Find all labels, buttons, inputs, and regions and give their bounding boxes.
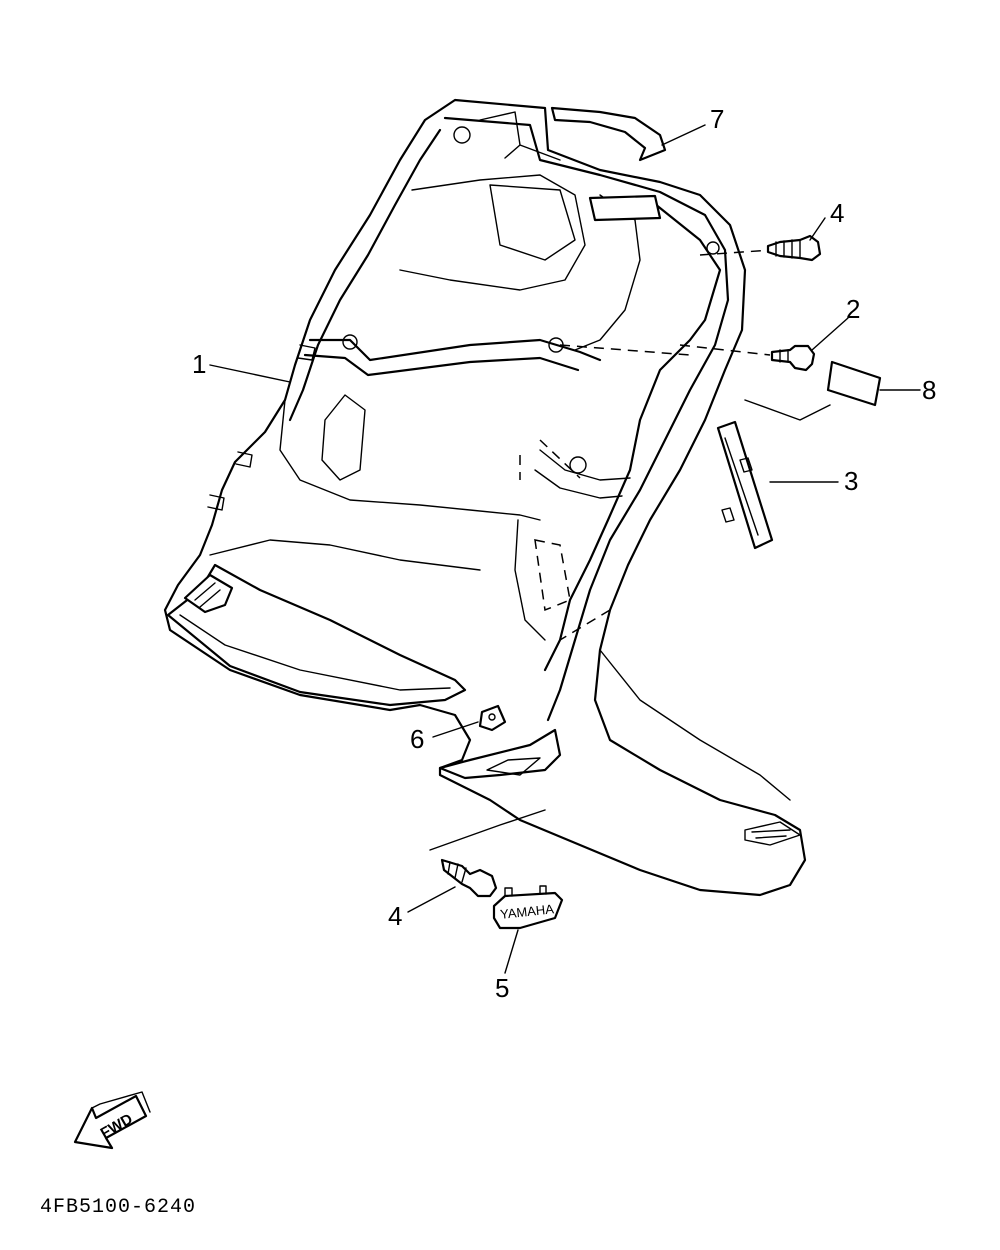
callout-1: 1	[192, 349, 206, 379]
callout-4-upper: 4	[830, 198, 844, 228]
callout-4-lower: 4	[388, 901, 402, 931]
fwd-direction-arrow: FWD	[73, 1091, 151, 1150]
clip-part-6	[478, 704, 507, 732]
seal-strip-part-7	[550, 106, 667, 162]
leader-lines	[209, 124, 921, 974]
emblem-logo-text: YAMAHA	[499, 901, 555, 922]
callout-7: 7	[710, 104, 724, 134]
emblem-part-5: YAMAHA	[492, 885, 564, 930]
callout-8: 8	[922, 375, 936, 405]
screw-part-4-upper	[766, 234, 822, 262]
callout-3: 3	[844, 466, 858, 496]
bolt-part-2	[770, 344, 816, 372]
callout-5: 5	[495, 973, 509, 1003]
callout-labels: 1 2 3 4 4 5 6 7 8	[192, 104, 936, 1003]
upper-tab	[588, 194, 662, 222]
screw-part-4-lower	[440, 858, 498, 898]
callout-2: 2	[846, 294, 860, 324]
label-part-8	[826, 360, 882, 407]
callout-6: 6	[410, 724, 424, 754]
leg-shield-part-1	[163, 98, 807, 897]
part-code: 4FB5100-6240	[40, 1196, 196, 1219]
bracket-part-3	[716, 420, 774, 550]
